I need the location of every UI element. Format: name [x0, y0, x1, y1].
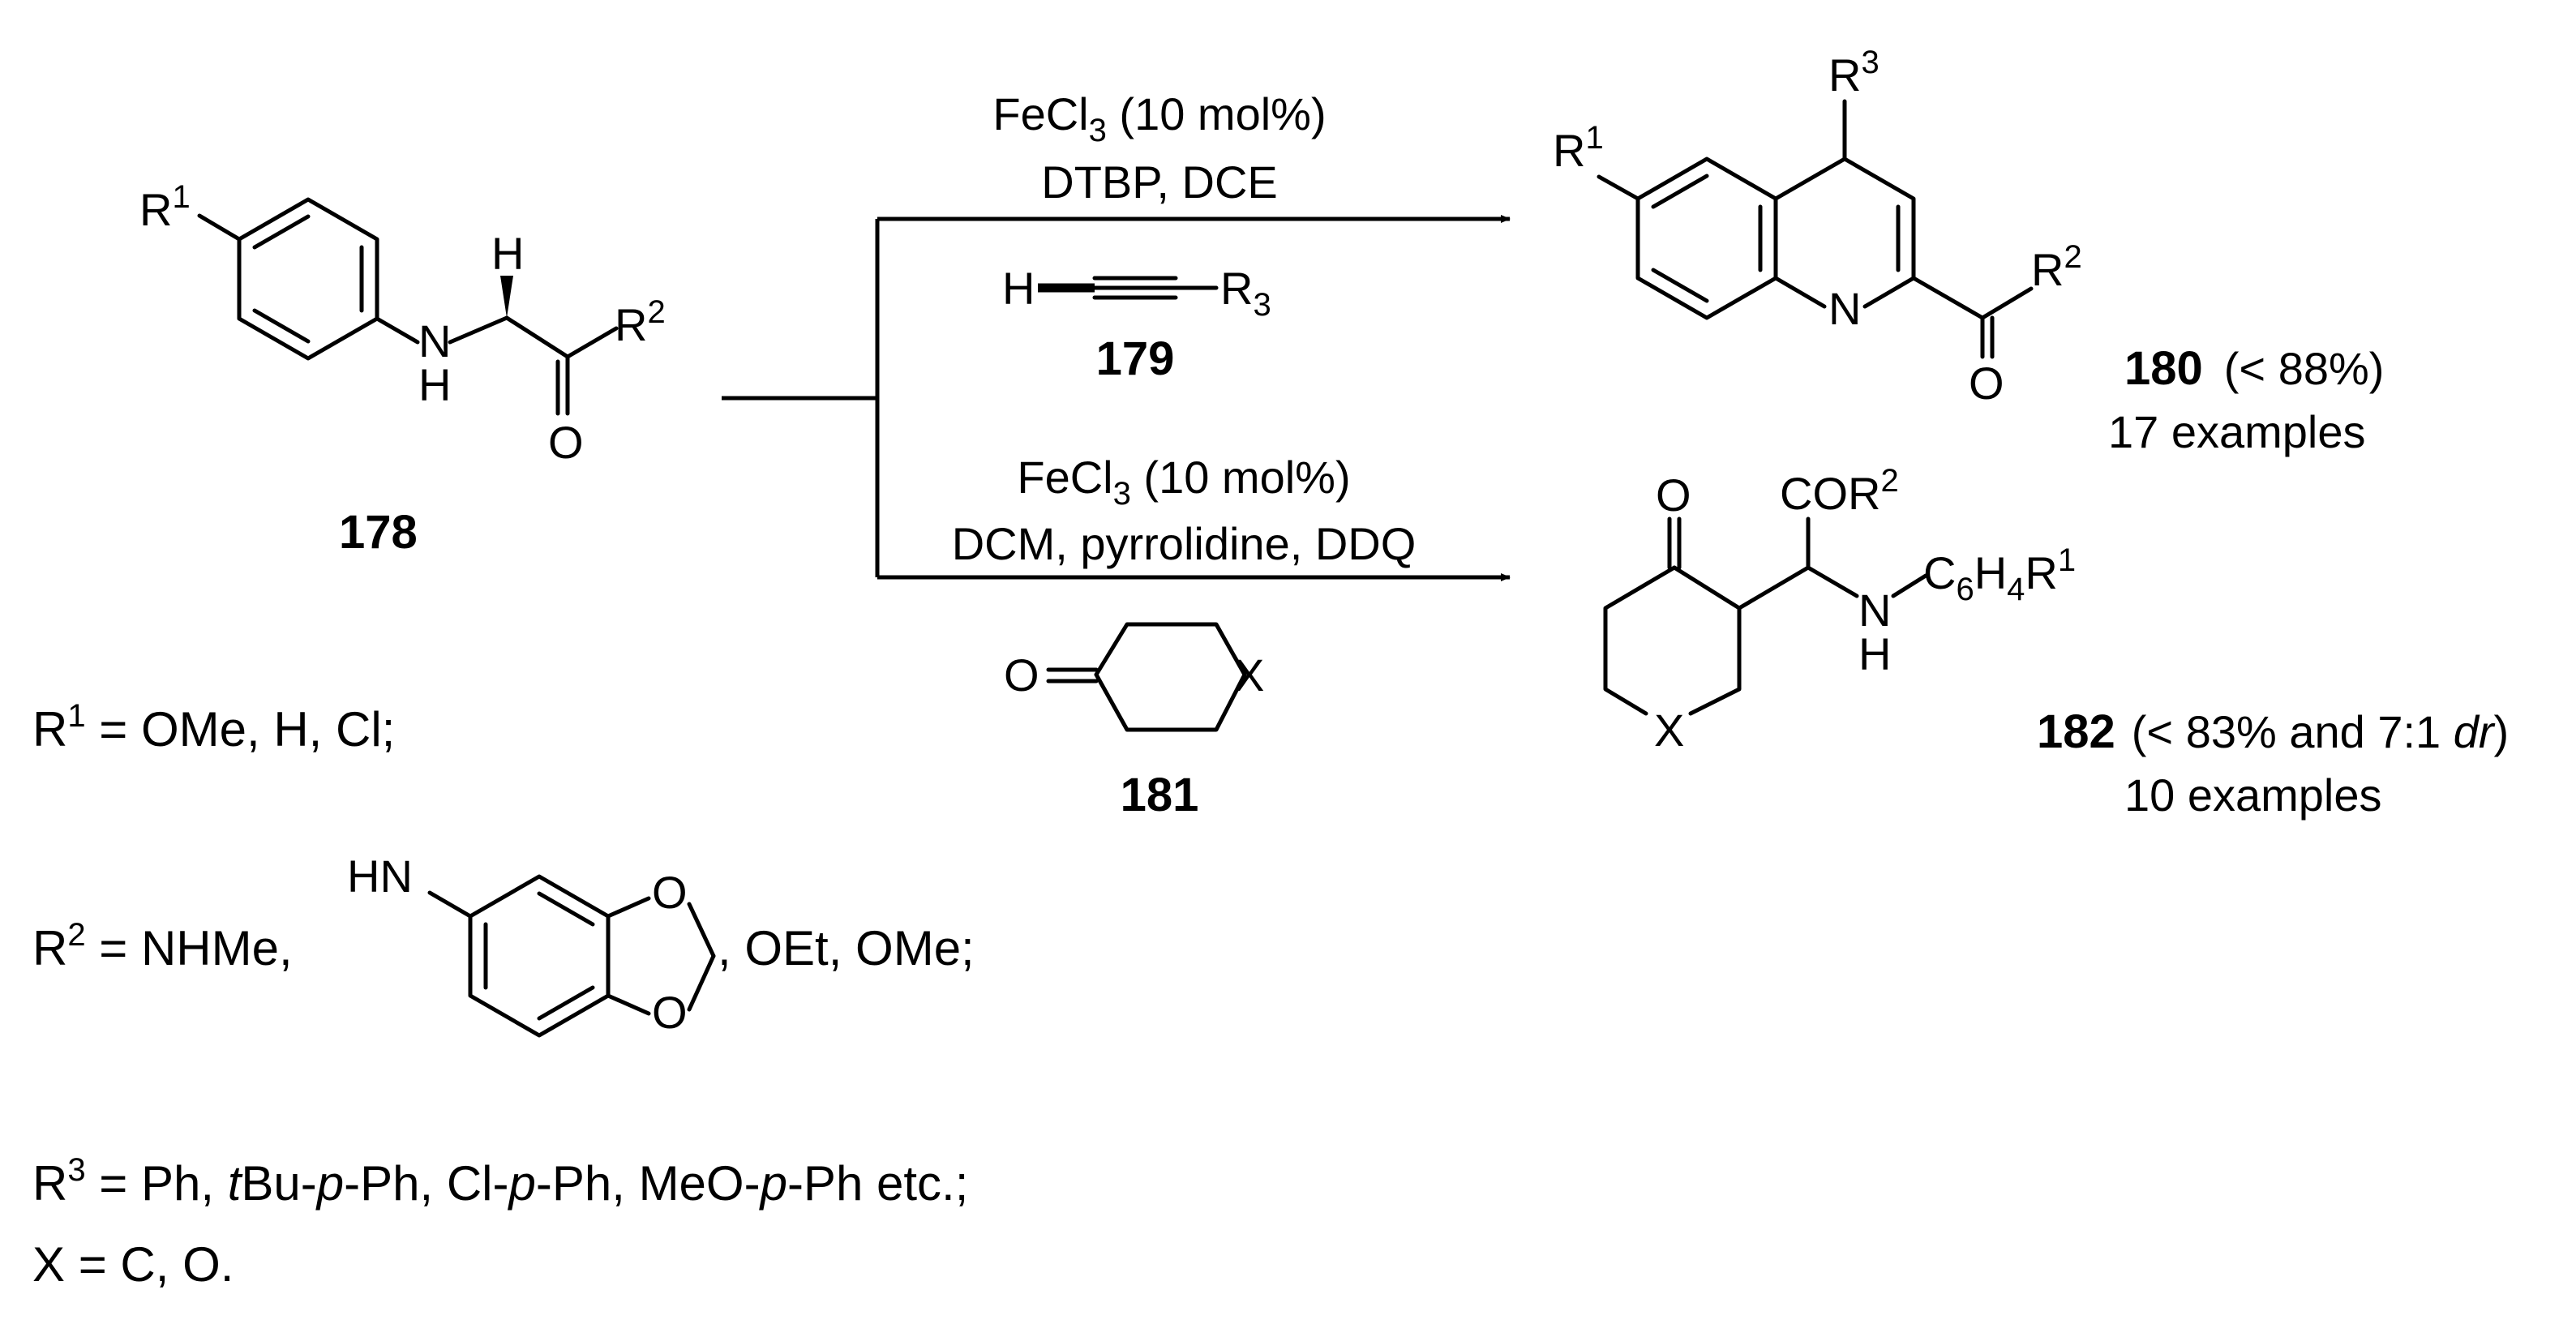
r1-definition: R1 = OMe, H, Cl;: [32, 698, 395, 756]
r2-definition-tail: , OEt, OMe;: [718, 921, 975, 975]
compound-178: R1 H N H R2 O 178: [139, 179, 666, 559]
c180-o-label: O: [1969, 358, 2004, 409]
c180-bonds: [1597, 99, 2034, 359]
c180-examples: 17 examples: [2108, 406, 2366, 457]
compound-180: R1 R3 N R2 O 180(< 88%) 17 examples: [1553, 45, 2384, 457]
c178-o-label: O: [548, 417, 584, 468]
c182-nh-h-label: H: [1858, 628, 1891, 679]
compound-181: O X 181: [1004, 622, 1264, 821]
c181-x-label: X: [1234, 649, 1264, 701]
lower-conditions: FeCl3 (10 mol%) DCM, pyrrolidine, DDQ: [952, 452, 1417, 569]
c182-aryl-label: C6H4R1: [1923, 542, 2076, 607]
c181-o-label: O: [1004, 649, 1039, 701]
c182-o-label: O: [1656, 469, 1691, 521]
c182-examples: 10 examples: [2124, 769, 2382, 821]
benzodioxole-o-top: O: [652, 867, 688, 918]
compound-182-caption: 182(< 83% and 7:1 dr): [2037, 705, 2509, 758]
benzodioxole-o-bottom: O: [652, 987, 688, 1038]
compound-number-179: 179: [1096, 332, 1175, 385]
upper-conditions: FeCl3 (10 mol%) DTBP, DCE: [992, 88, 1326, 208]
c178-r2-label: R2: [615, 294, 666, 350]
c180-r2-label: R2: [2031, 239, 2082, 295]
c178-h-label: H: [491, 228, 524, 279]
lower-conditions-line2: DCM, pyrrolidine, DDQ: [952, 518, 1417, 569]
c182-x-label: X: [1654, 705, 1684, 756]
c179-r-label: R3: [1220, 263, 1271, 323]
r2-definition-text: R2 = NHMe,: [32, 917, 293, 975]
c180-r3-label: R3: [1828, 45, 1879, 101]
upper-conditions-line2: DTBP, DCE: [1041, 156, 1277, 208]
c178-r1-label: R1: [139, 179, 191, 235]
upper-conditions-line1: FeCl3 (10 mol%): [992, 88, 1326, 148]
wedge-bond: [500, 276, 513, 318]
c179-triple-bond: [1092, 276, 1219, 300]
compound-179: H R3 179: [1002, 263, 1271, 385]
compound-182: O X COR2 N H C6H4R1 182(< 83% and 7:1 dr…: [1603, 463, 2509, 821]
benzodioxole-hn-label: HN: [347, 851, 413, 902]
benzodioxole-bonds: [427, 874, 716, 1038]
x-definition: X = C, O.: [32, 1237, 234, 1292]
r2-definition: R2 = NHMe, HN O O , OEt, OMe;: [32, 851, 975, 1038]
lower-conditions-line1: FeCl3 (10 mol%): [1017, 452, 1350, 512]
c180-r1-label: R1: [1553, 120, 1604, 176]
compound-number-181: 181: [1121, 769, 1199, 821]
c178-bonds: [197, 197, 619, 416]
c182-cor-label: COR2: [1780, 463, 1899, 519]
compound-number-178: 178: [339, 506, 418, 559]
compound-180-caption: 180(< 88%): [2124, 342, 2384, 395]
c178-nh-h-label: H: [418, 359, 451, 410]
c178-n-label: N: [418, 315, 451, 366]
c182-bonds: [1603, 516, 1928, 716]
c182-n-label: N: [1858, 585, 1891, 636]
reaction-arrows: [722, 215, 1511, 581]
c180-n-label: N: [1828, 283, 1861, 334]
c181-bonds: [1046, 622, 1247, 732]
r3-definition: R3 = Ph, tBu-p-Ph, Cl-p-Ph, MeO-p-Ph etc…: [32, 1152, 968, 1211]
c179-h-label: H: [1002, 263, 1035, 314]
